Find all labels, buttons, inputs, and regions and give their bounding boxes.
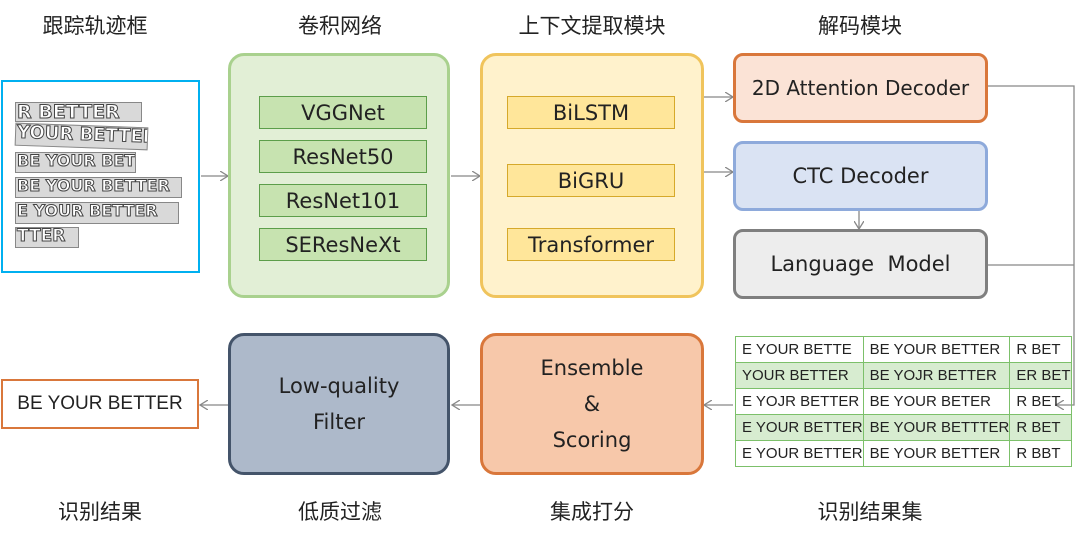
title-result-set: 识别结果集: [817, 500, 923, 524]
table-cell: E YOJR BETTER: [735, 388, 864, 415]
title-decode: 解码模块: [818, 14, 902, 38]
title-track: 跟踪轨迹框: [42, 14, 148, 38]
filter-label-line1: Low-quality: [278, 374, 400, 398]
cnn-model-resnet50: ResNet50: [259, 140, 427, 173]
track-box: R BETTER YOUR BETTER BE YOUR BET BE YOUR…: [1, 80, 200, 273]
title-result: 识别结果: [58, 500, 142, 524]
table-row: E YOUR BETTE BE YOUR BETTER R BET: [735, 336, 1072, 363]
language-model-box: Language Model: [733, 229, 988, 299]
table-cell: R BET: [1009, 388, 1072, 415]
table-cell: YOUR BETTER: [735, 362, 864, 389]
attention-decoder-box: 2D Attention Decoder: [733, 53, 988, 123]
table-cell: BE YOUR BETTER: [862, 336, 1011, 363]
ensemble-scoring-box: Ensemble & Scoring: [480, 333, 704, 475]
track-crop: YOUR BETTER: [14, 122, 149, 151]
table-cell: ER BET: [1009, 362, 1072, 389]
table-cell: BE YOUR BETER: [862, 388, 1011, 415]
filter-label-line2: Filter: [312, 410, 365, 434]
track-crop: BE YOUR BET: [15, 152, 136, 173]
title-ensemble: 集成打分: [550, 500, 634, 524]
cnn-model-resnet101: ResNet101: [259, 184, 427, 217]
title-cnn: 卷积网络: [298, 14, 382, 38]
cnn-box: VGGNet ResNet50 ResNet101 SEResNeXt: [228, 53, 450, 298]
track-crop: E YOUR BETTER: [15, 202, 179, 224]
context-model-bigru: BiGRU: [507, 164, 675, 197]
context-box: BiLSTM BiGRU Transformer: [480, 53, 704, 298]
table-row: E YOJR BETTER BE YOUR BETER R BET: [735, 388, 1072, 415]
context-model-bilstm: BiLSTM: [507, 96, 675, 129]
table-cell: BE YOUR BETTTER: [862, 414, 1011, 441]
result-set-table: E YOUR BETTE BE YOUR BETTER R BET YOUR B…: [735, 336, 1072, 467]
scoring-label: Scoring: [552, 428, 632, 452]
table-row: E YOUR BETTER BE YOUR BETTER R BBT: [735, 440, 1072, 467]
table-row: YOUR BETTER BE YOJR BETTER ER BET: [735, 362, 1072, 389]
title-context: 上下文提取模块: [518, 14, 666, 38]
context-model-transformer: Transformer: [507, 228, 675, 261]
table-cell: E YOUR BETTER: [735, 414, 864, 441]
table-cell: E YOUR BETTER: [735, 440, 864, 467]
table-cell: R BET: [1009, 414, 1072, 441]
table-cell: BE YOUR BETTER: [862, 440, 1011, 467]
cnn-model-seresnext: SEResNeXt: [259, 228, 427, 261]
table-row: E YOUR BETTER BE YOUR BETTTER R BET: [735, 414, 1072, 441]
ensemble-label: Ensemble: [540, 356, 644, 380]
table-cell: E YOUR BETTE: [735, 336, 864, 363]
table-cell: R BET: [1009, 336, 1072, 363]
final-result-box: BE YOUR BETTER: [1, 379, 199, 429]
low-quality-filter-box: Low-quality Filter: [228, 333, 450, 475]
table-cell: R BBT: [1009, 440, 1072, 467]
track-crop: TTER: [15, 227, 79, 248]
track-crop: R BETTER: [15, 102, 142, 122]
title-filter: 低质过滤: [298, 500, 382, 524]
table-cell: BE YOJR BETTER: [862, 362, 1011, 389]
ctc-decoder-box: CTC Decoder: [733, 141, 988, 211]
cnn-model-vggnet: VGGNet: [259, 96, 427, 129]
ensemble-ampersand: &: [583, 392, 601, 416]
track-crop: BE YOUR BETTER: [15, 177, 182, 198]
